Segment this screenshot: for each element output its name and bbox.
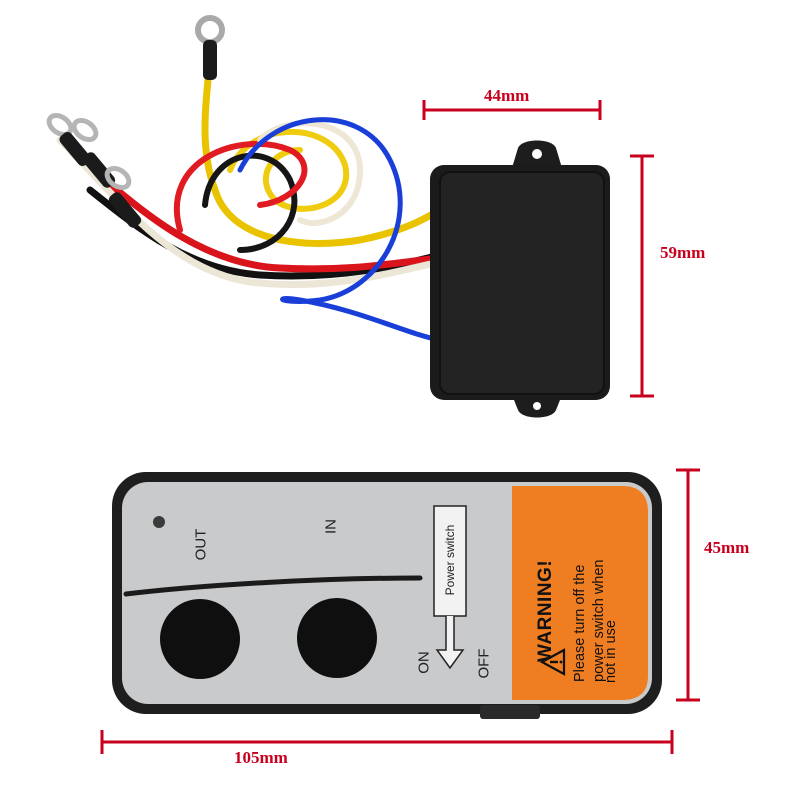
terminal-ring-left1	[46, 112, 74, 138]
terminal-ring-left2	[71, 117, 99, 143]
dimension-45mm: 45mm	[704, 538, 750, 557]
power-switch-label: Power switch	[443, 524, 457, 596]
warning-panel	[512, 486, 648, 700]
receiver-lid	[439, 171, 605, 395]
out-label: OUT	[192, 528, 210, 561]
dimension-44mm: 44mm	[484, 86, 530, 105]
ring-terminals	[46, 15, 225, 228]
terminal-sleeve-top	[203, 40, 217, 80]
led-indicator	[153, 516, 165, 528]
face-groove	[123, 575, 423, 597]
remote-side-switch	[480, 705, 540, 719]
terminal-ring-top	[195, 15, 225, 45]
wire-red	[96, 171, 444, 273]
warning-line-3: not in use	[603, 620, 619, 683]
wire-blue	[237, 117, 443, 343]
dimension-lines	[100, 100, 700, 754]
dimension-105mm: 105mm	[234, 748, 288, 767]
remote-control	[112, 472, 662, 719]
on-label: ON	[415, 651, 433, 674]
wire-red-loop	[174, 140, 308, 233]
wire-black-loop	[202, 152, 298, 253]
terminal-sleeve-left1	[59, 131, 91, 167]
warning-line-1: Please turn off the	[572, 564, 588, 682]
warning-title: WARNING!	[535, 559, 556, 662]
arrow-icon	[435, 616, 465, 670]
terminal-sleeve-left3	[108, 192, 142, 228]
warning-triangle-icon	[539, 648, 566, 676]
out-button[interactable]	[160, 599, 240, 679]
in-button[interactable]	[297, 598, 377, 678]
dimension-59mm: 59mm	[660, 243, 706, 262]
power-switch-box	[433, 505, 467, 617]
receiver-box	[430, 140, 610, 418]
terminal-ring-left3	[104, 165, 132, 191]
wire-yellow	[201, 56, 444, 247]
off-label: OFF	[475, 648, 493, 679]
wire-white	[56, 136, 444, 288]
in-label: IN	[322, 519, 340, 534]
